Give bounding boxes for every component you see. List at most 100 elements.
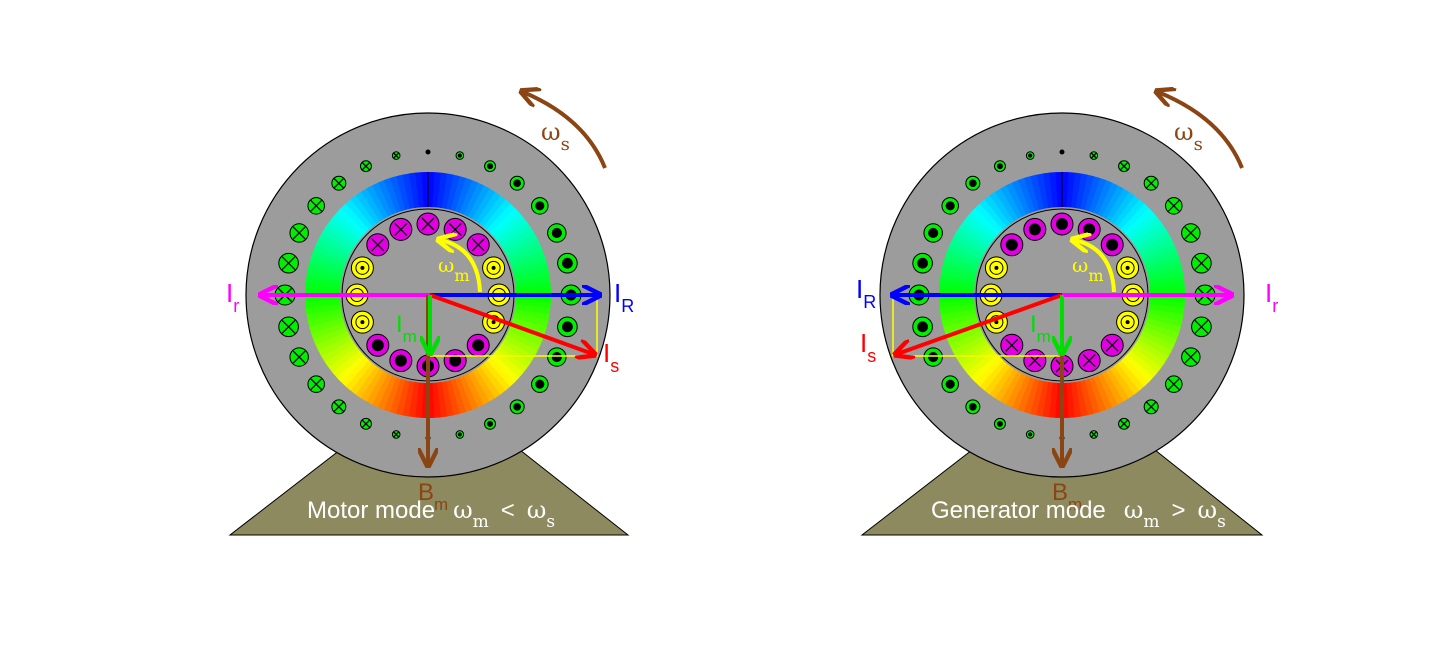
field-ring-segment (1120, 203, 1150, 233)
label-omega_s: ωs (1174, 118, 1203, 155)
field-ring-segment (1106, 188, 1130, 222)
field-ring-segment (486, 203, 516, 233)
field-ring-segment (1005, 373, 1027, 408)
conductor-dot-mark (394, 354, 407, 367)
field-ring-segment (318, 334, 352, 357)
field-ring-segment (490, 353, 520, 383)
field-ring-segment (511, 256, 547, 273)
field-ring-segment (989, 366, 1015, 399)
conductor-cross-mark (393, 431, 400, 438)
field-ring-segment (962, 217, 994, 244)
conductor-cross-mark (471, 238, 485, 252)
field-ring-segment (355, 191, 381, 224)
conductor-cross-mark (421, 217, 435, 231)
conductor-cross-mark (1194, 256, 1209, 271)
field-ring-segment (361, 188, 385, 222)
conductor-dot-mark (945, 379, 955, 389)
field-ring-segment (1030, 174, 1044, 210)
conductor-dot-mark (457, 432, 462, 437)
field-ring-segment (496, 217, 528, 244)
field-ring-segment (1142, 326, 1177, 346)
field-ring-segment (1148, 304, 1185, 315)
field-ring-segment (490, 208, 520, 237)
field-ring-segment (979, 199, 1007, 230)
field-ring-segment (1029, 379, 1044, 416)
field-ring-segment (506, 330, 541, 352)
field-ring-segment (1080, 174, 1095, 211)
field-ring-segment (366, 371, 389, 405)
field-ring-segment (966, 350, 997, 378)
field-ring-segment (1084, 378, 1101, 414)
field-ring-segment (1080, 380, 1094, 416)
field-ring-segment (1036, 381, 1049, 417)
conductor-dot-mark (487, 420, 494, 427)
field-ring-segment (315, 330, 350, 351)
field-ring-segment (955, 227, 989, 251)
field-ring-segment (1148, 275, 1185, 287)
conductor-cross-mark (333, 401, 344, 412)
field-ring-segment (939, 299, 975, 308)
conductor-cross-mark (1184, 226, 1198, 240)
field-ring-segment (463, 373, 484, 408)
field-ring-segment (513, 263, 549, 277)
conductor-cross-mark (1120, 162, 1129, 171)
field-ring-segment (467, 371, 490, 405)
label-omega_m: ωm (438, 253, 469, 285)
field-ring-segment (1133, 342, 1166, 368)
label-I_s: Is (603, 338, 619, 376)
field-ring-segment (1109, 191, 1135, 224)
mode-caption: Motor mode ωm < ωs (307, 496, 555, 533)
conductor-dot-mark (1056, 218, 1068, 230)
label-I_m: Im (1030, 311, 1051, 346)
conductor-cross-mark (310, 378, 323, 390)
field-ring-segment (966, 212, 997, 240)
conductor-cross-mark (361, 162, 370, 171)
field-ring-segment (962, 346, 994, 373)
conductor-dot-mark (1028, 153, 1033, 158)
field-ring-segment (432, 382, 441, 418)
field-ring-segment (486, 357, 515, 387)
conductor-dot-mark (487, 163, 494, 170)
conductor-dot-mark (917, 257, 928, 269)
field-ring-segment (939, 275, 976, 286)
field-ring-segment (508, 244, 543, 264)
field-ring-segment (1149, 299, 1185, 309)
field-ring-segment (341, 203, 370, 233)
field-ring-segment (514, 304, 551, 315)
field-ring-segment (1097, 373, 1118, 408)
field-ring-segment (995, 188, 1019, 222)
conductor-dot-mark (491, 265, 496, 270)
field-ring-segment (332, 212, 363, 240)
field-ring-segment (1148, 269, 1184, 282)
field-ring-segment (1042, 172, 1054, 209)
field-ring-segment (479, 195, 506, 227)
label-I_r: Ir (226, 278, 239, 316)
vector-I_s (429, 293, 593, 354)
field-ring-segment (408, 172, 420, 209)
field-ring-segment (372, 182, 393, 217)
field-ring-segment (1089, 178, 1107, 213)
field-ring-segment (1049, 172, 1058, 208)
field-ring-segment (355, 366, 381, 399)
field-ring-segment (1124, 208, 1154, 237)
field-ring-segment (1138, 334, 1172, 357)
field-ring-segment (1023, 176, 1040, 212)
field-ring-segment (459, 375, 479, 410)
field-ring-segment (1147, 263, 1183, 277)
field-ring-segment (947, 326, 982, 346)
mode-caption: Generator mode ωm > ωs (931, 496, 1226, 533)
field-ring-segment (321, 227, 355, 251)
field-ring-segment (1070, 381, 1082, 418)
field-ring-segment (1093, 375, 1113, 410)
field-ring-segment (943, 317, 979, 334)
conductor-dot-mark (928, 351, 939, 363)
conductor-dot-mark (945, 201, 955, 211)
field-ring-segment (499, 342, 532, 368)
field-ring-segment (336, 353, 366, 382)
field-ring-segment (313, 326, 348, 346)
field-ring-segment (1055, 172, 1063, 208)
field-ring-segment (940, 308, 976, 321)
field-ring-segment (1144, 322, 1179, 340)
field-ring-segment (328, 346, 360, 373)
label-I_s: Is (860, 328, 876, 366)
